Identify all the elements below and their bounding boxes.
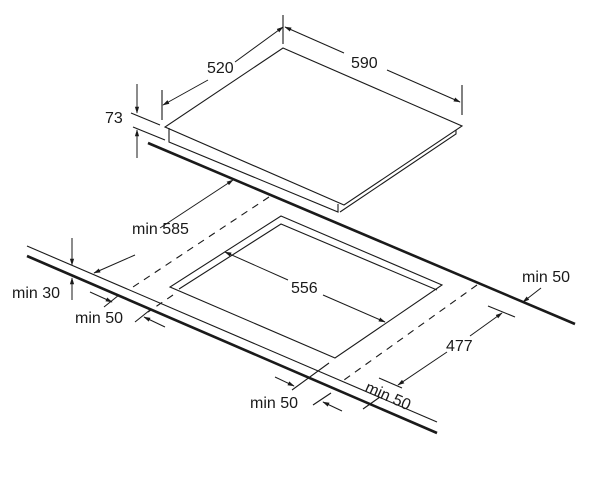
hob xyxy=(163,47,464,213)
cutout-inner-edge xyxy=(178,223,438,291)
min-585-arrow xyxy=(159,179,234,229)
min-50-right-label: min 50 xyxy=(522,269,570,286)
depth-arrow xyxy=(162,79,209,106)
cutout xyxy=(168,215,444,359)
hob-side-edge xyxy=(168,128,339,213)
min-50-bottom-right-label: min 50 xyxy=(362,379,413,414)
hob-height-label: 73 xyxy=(105,110,123,127)
worktop xyxy=(26,141,576,435)
cutout-width-arrow-b xyxy=(322,294,386,323)
cutout-outline xyxy=(168,215,444,359)
min-585-label: min 585 xyxy=(132,221,189,238)
hob-side-edge-right xyxy=(339,130,457,213)
min-50-front-label: min 50 xyxy=(250,395,298,412)
width-arrow xyxy=(284,26,345,54)
worktop-back-edge xyxy=(147,141,576,326)
cutout-depth-arrow-b xyxy=(469,312,503,337)
hob-dimensions: 520 590 73 xyxy=(105,15,463,158)
cutout-depth-arrow-a xyxy=(397,351,448,386)
cutout-depth-label: 477 xyxy=(446,338,473,355)
cutout-width-arrow-a xyxy=(224,251,289,281)
min-50-left-label: min 50 xyxy=(75,310,123,327)
hob-depth-label: 520 xyxy=(207,60,234,77)
min-30-label: min 30 xyxy=(12,285,60,302)
worktop-front-edge xyxy=(26,254,438,435)
hob-top-surface xyxy=(163,47,464,206)
cutout-dimensions: min 585 556 min 30 min 50 min 50 min 50 … xyxy=(12,179,570,414)
cutout-width-label: 556 xyxy=(291,280,318,297)
worktop-front-top-edge xyxy=(26,245,438,423)
hob-width-label: 590 xyxy=(351,55,378,72)
